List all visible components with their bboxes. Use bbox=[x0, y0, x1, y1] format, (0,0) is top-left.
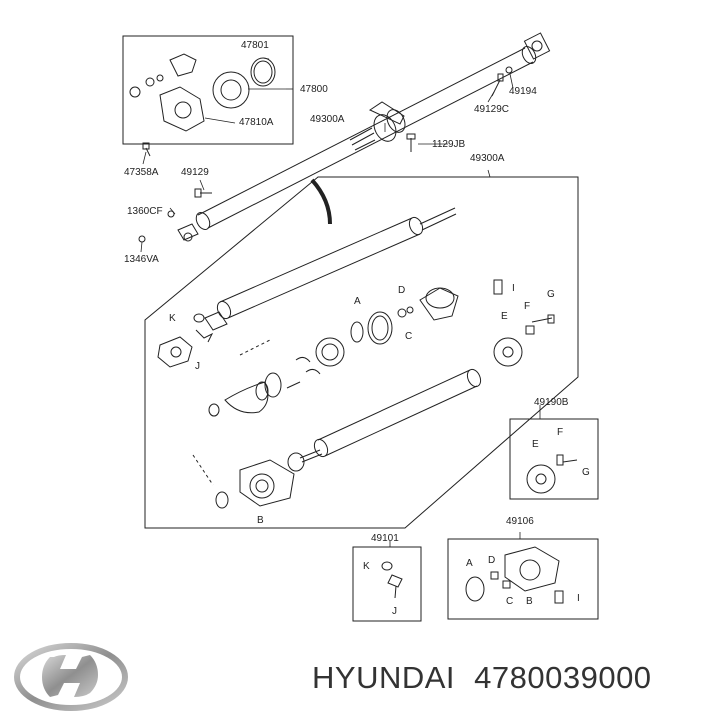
callout-k-2: K bbox=[363, 561, 370, 572]
label-49194: 49194 bbox=[509, 86, 537, 97]
part-number: 4780039000 bbox=[474, 660, 652, 695]
callout-g-2: G bbox=[582, 467, 590, 478]
label-47358a: 47358A bbox=[124, 167, 159, 178]
hyundai-logo-icon bbox=[14, 643, 128, 711]
callout-g: G bbox=[547, 289, 555, 300]
callout-a-2: A bbox=[466, 558, 473, 569]
callout-f: F bbox=[524, 301, 530, 312]
driveshaft-upper bbox=[138, 32, 551, 243]
label-1346va: 1346VA bbox=[124, 254, 159, 265]
label-1129jb: 1129JB bbox=[432, 139, 466, 150]
letter-callouts: K J A D C I F G E B E F G K J A D C B I bbox=[169, 283, 590, 617]
callout-a: A bbox=[354, 296, 361, 307]
callout-i: I bbox=[512, 283, 515, 294]
footer-part-info: HYUNDAI 4780039000 bbox=[312, 660, 652, 696]
label-1360cf: 1360CF bbox=[127, 206, 163, 217]
callout-j: J bbox=[195, 361, 200, 372]
leader-lines bbox=[140, 57, 541, 547]
callout-e-2: E bbox=[532, 439, 539, 450]
part-number-labels: 47801 47800 47810A 47358A 49129 1360CF 1… bbox=[124, 40, 569, 544]
label-49101: 49101 bbox=[371, 533, 399, 544]
callout-f-2: F bbox=[557, 427, 563, 438]
callout-e: E bbox=[501, 311, 508, 322]
label-49106: 49106 bbox=[506, 516, 534, 527]
label-47800: 47800 bbox=[300, 84, 328, 95]
label-49300a-main: 49300A bbox=[470, 153, 505, 164]
callout-d-2: D bbox=[488, 555, 495, 566]
callout-b: B bbox=[257, 515, 264, 526]
label-49129c: 49129C bbox=[474, 104, 509, 115]
callout-c-2: C bbox=[506, 596, 513, 607]
label-47810a: 47810A bbox=[239, 117, 274, 128]
callout-d: D bbox=[398, 285, 405, 296]
brand-name: HYUNDAI bbox=[312, 660, 456, 695]
label-49190b: 49190B bbox=[534, 397, 569, 408]
label-49300a-upper: 49300A bbox=[310, 114, 345, 125]
callout-b-2: B bbox=[526, 596, 533, 607]
callout-k: K bbox=[169, 313, 176, 324]
label-49129: 49129 bbox=[181, 167, 209, 178]
differential-parts-box bbox=[122, 35, 294, 157]
flex-coupling-box bbox=[509, 418, 599, 500]
label-47801: 47801 bbox=[241, 40, 269, 51]
driveshaft-assembly-box bbox=[144, 176, 579, 529]
callout-j-2: J bbox=[392, 606, 397, 617]
center-bearing-box bbox=[447, 538, 599, 620]
callout-c: C bbox=[405, 331, 412, 342]
universal-joint-box bbox=[352, 546, 422, 622]
callout-i-2: I bbox=[577, 593, 580, 604]
